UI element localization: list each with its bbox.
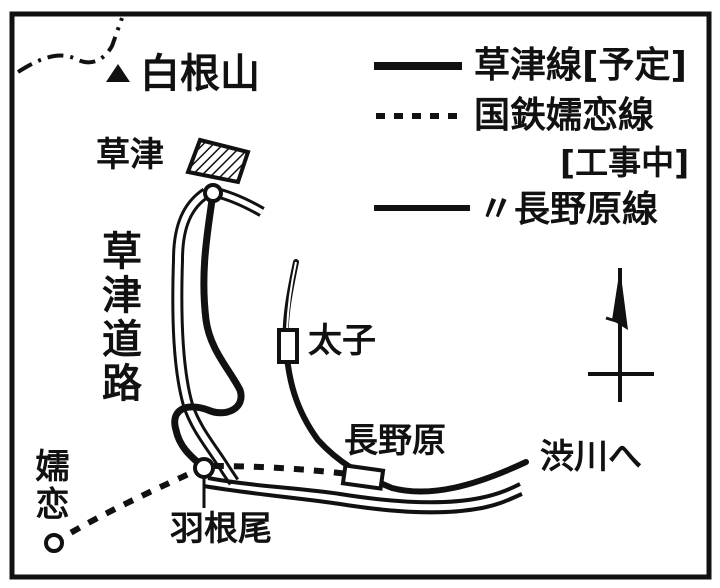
station-circle-icon [203,183,223,203]
label-haneo: 羽根尾 [170,509,272,549]
north-arrow-icon [588,268,654,402]
label-agatsuma: 嬬恋 [29,448,69,524]
map-frame [9,11,712,580]
label-naganohara: 長野原 [344,421,446,461]
label-to-shibukawa: 渋川へ [540,437,642,477]
prefecture-boundary [16,17,124,74]
station-circle-icon [193,457,215,479]
jnr-agatsuma-line [52,465,204,546]
kusatsu-town-block [185,137,251,185]
naganohara-station-box [340,463,386,491]
main-road-lower [207,476,521,505]
tako-station-box [277,328,299,364]
naganohara-line [282,259,529,495]
legend-naganohara-line: 〃長野原線 [478,189,659,230]
kusatsu-line-planned [171,189,245,472]
triangle-icon [106,64,130,82]
label-shirane-mountain: 白根山 [140,51,260,97]
legend-jnr-line: 国鉄嬬恋線 [474,95,655,136]
label-kusatsu: 草津 [96,135,164,175]
station-circle-icon [44,533,64,553]
label-kusatsu-road: 草津道路 [95,230,141,406]
main-road-upper [203,484,523,515]
legend-jnr-note: [工事中] [560,143,690,182]
legend-kusatsu-line: 草津線[予定] [474,45,687,86]
label-tako: 太子 [308,321,376,361]
